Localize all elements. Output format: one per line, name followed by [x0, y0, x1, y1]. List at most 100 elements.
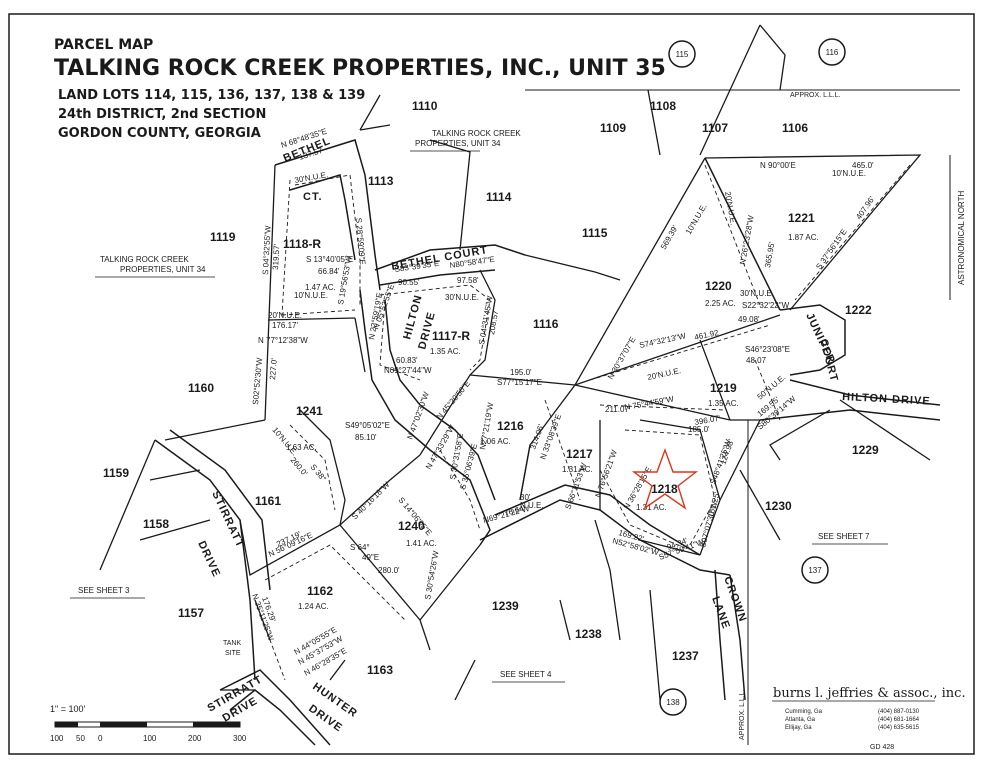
svg-text:200: 200: [188, 734, 202, 743]
acre-1217: 1.31 AC.: [562, 465, 593, 474]
acre-1216: 1.06 AC.: [480, 437, 511, 446]
svg-text:49"E: 49"E: [362, 553, 379, 562]
lot-1116: 1116: [533, 317, 559, 331]
svg-text:116: 116: [826, 48, 839, 57]
lot-1239: 1239: [492, 599, 519, 613]
svg-text:48.07: 48.07: [746, 356, 767, 365]
svg-text:N 77°12'38"W: N 77°12'38"W: [258, 336, 308, 345]
svg-text:100: 100: [50, 734, 64, 743]
svg-text:137: 137: [808, 566, 822, 575]
svg-text:burns l. jeffries & assoc., in: burns l. jeffries & assoc., inc.: [773, 686, 966, 701]
svg-text:20'N.U.E.: 20'N.U.E.: [647, 366, 682, 382]
svg-text:300: 300: [233, 734, 247, 743]
svg-text:N 90°00'E: N 90°00'E: [760, 161, 796, 170]
lot-1238: 1238: [575, 627, 602, 641]
sheet-circle-115: 115: [668, 40, 696, 68]
svg-text:319.57': 319.57': [271, 243, 281, 270]
street-ct: CT.: [303, 191, 323, 203]
svg-text:66.84': 66.84': [318, 267, 340, 276]
svg-text:S02°52'30"W: S02°52'30"W: [251, 357, 264, 405]
svg-text:30'N.U.E.: 30'N.U.E.: [294, 170, 329, 185]
svg-text:97.58': 97.58': [457, 276, 479, 285]
lot-1157: 1157: [178, 606, 204, 620]
svg-text:0: 0: [98, 734, 103, 743]
svg-text:S49°05'02"E: S49°05'02"E: [345, 421, 390, 430]
svg-text:Ellijay, Ga: Ellijay, Ga: [785, 725, 812, 731]
svg-text:30'N.U.E.: 30'N.U.E.: [445, 293, 479, 302]
acre-1162: 1.24 AC.: [298, 602, 329, 611]
lot-1220: 1220: [705, 279, 732, 293]
lot-1107: 1107: [702, 121, 728, 135]
svg-text:S 40°16'18"W: S 40°16'18"W: [350, 480, 392, 522]
lot-1117r: 1117-R: [432, 329, 470, 343]
svg-text:S 38°: S 38°: [308, 463, 328, 484]
svg-text:10'N.U.E.: 10'N.U.E.: [294, 291, 328, 300]
acre-1218: 1.31 AC.: [636, 503, 667, 512]
svg-text:49.08': 49.08': [738, 315, 760, 324]
svg-text:GD 428: GD 428: [870, 744, 894, 751]
svg-text:N 30°37'07"E: N 30°37'07"E: [606, 335, 638, 381]
county-label: GORDON COUNTY, GEORGIA: [58, 126, 261, 141]
svg-text:N.U.E.: N.U.E.: [520, 501, 544, 510]
acre-1219: 1.35 AC.: [708, 399, 739, 408]
svg-text:569.39': 569.39': [659, 224, 680, 251]
svg-text:S 30°54'26"W: S 30°54'26"W: [423, 550, 441, 601]
title-block: burns l. jeffries & assoc., inc. Cumming…: [772, 686, 966, 751]
svg-text:60.83': 60.83': [396, 356, 418, 365]
see-sheet-4-label: SEE SHEET 4: [500, 670, 552, 679]
lot-1216: 1216: [497, 419, 524, 433]
street-lane: LANE: [709, 595, 732, 631]
unit34-left-label2: PROPERTIES, UNIT 34: [120, 265, 206, 274]
lot-1106: 1106: [782, 121, 808, 135]
svg-text:S46°23'08"E: S46°23'08"E: [745, 345, 790, 354]
lot-1160: 1160: [188, 381, 214, 395]
svg-text:50: 50: [76, 734, 85, 743]
acre-1240: 1.41 AC.: [406, 539, 437, 548]
lot-1217: 1217: [566, 447, 593, 461]
lot-1118r: 1118-R: [283, 237, 321, 251]
map-title: TALKING ROCK CREEK PROPERTIES, INC., UNI…: [54, 56, 666, 81]
lot-1237: 1237: [672, 649, 699, 663]
lot-1229: 1229: [852, 443, 879, 457]
sheet-circle-137: 137: [801, 556, 829, 584]
lot-1158: 1158: [143, 517, 169, 531]
svg-text:N09°27'44"W: N09°27'44"W: [384, 366, 432, 375]
lot-1218: 1218: [651, 482, 678, 496]
lot-1222: 1222: [845, 303, 872, 317]
svg-text:N 76°56'21"W: N 76°56'21"W: [593, 448, 619, 498]
lot-1161: 1161: [255, 494, 281, 508]
star-marker: [631, 447, 699, 510]
svg-text:211.07': 211.07': [605, 405, 631, 414]
svg-text:N 47°02'30"W: N 47°02'30"W: [405, 390, 431, 440]
svg-text:115: 115: [676, 50, 689, 59]
svg-text:S22°32'22"W: S22°32'22"W: [742, 301, 790, 310]
see-sheet-7-label: SEE SHEET 7: [818, 532, 870, 541]
svg-text:176.17': 176.17': [272, 321, 298, 330]
svg-text:S77°15'17"E: S77°15'17"E: [497, 378, 542, 387]
svg-text:(404) 635-5615: (404) 635-5615: [878, 725, 920, 731]
svg-text:1" = 100': 1" = 100': [50, 704, 85, 714]
astronomical-north-label: ASTRONOMICAL NORTH: [957, 191, 966, 285]
svg-text:195.0': 195.0': [510, 368, 532, 377]
lot-1119: 1119: [210, 230, 236, 244]
svg-text:465.0': 465.0': [852, 161, 874, 170]
unit34-top-label2: PROPERTIES, UNIT 34: [415, 139, 501, 148]
easement-lines: [254, 164, 911, 681]
lot-1159: 1159: [103, 466, 129, 480]
svg-text:(404) 681-1664: (404) 681-1664: [878, 717, 920, 723]
svg-text:90.55': 90.55': [398, 278, 420, 287]
sheet-circle-138: 138: [659, 688, 687, 716]
lot-1163: 1163: [367, 663, 393, 677]
svg-text:S74°32'13"W: S74°32'13"W: [639, 331, 687, 350]
svg-text:N 26°23'28"W: N 26°23'28"W: [738, 214, 756, 265]
svg-text:Cumming, Ga: Cumming, Ga: [785, 709, 823, 715]
land-lots-label: LAND LOTS 114, 115, 136, 137, 138 & 139: [58, 88, 366, 103]
svg-text:S 28°59'09"E: S 28°59'09"E: [354, 217, 367, 265]
svg-text:S 04°32'55"W: S 04°32'55"W: [261, 225, 273, 275]
lot-1240: 1240: [398, 519, 425, 533]
site-label: SITE: [225, 650, 241, 657]
see-sheet-3-label: SEE SHEET 3: [78, 586, 130, 595]
svg-text:N 75°44'59"W: N 75°44'59"W: [624, 394, 675, 412]
lot-1241: 1241: [296, 404, 323, 418]
